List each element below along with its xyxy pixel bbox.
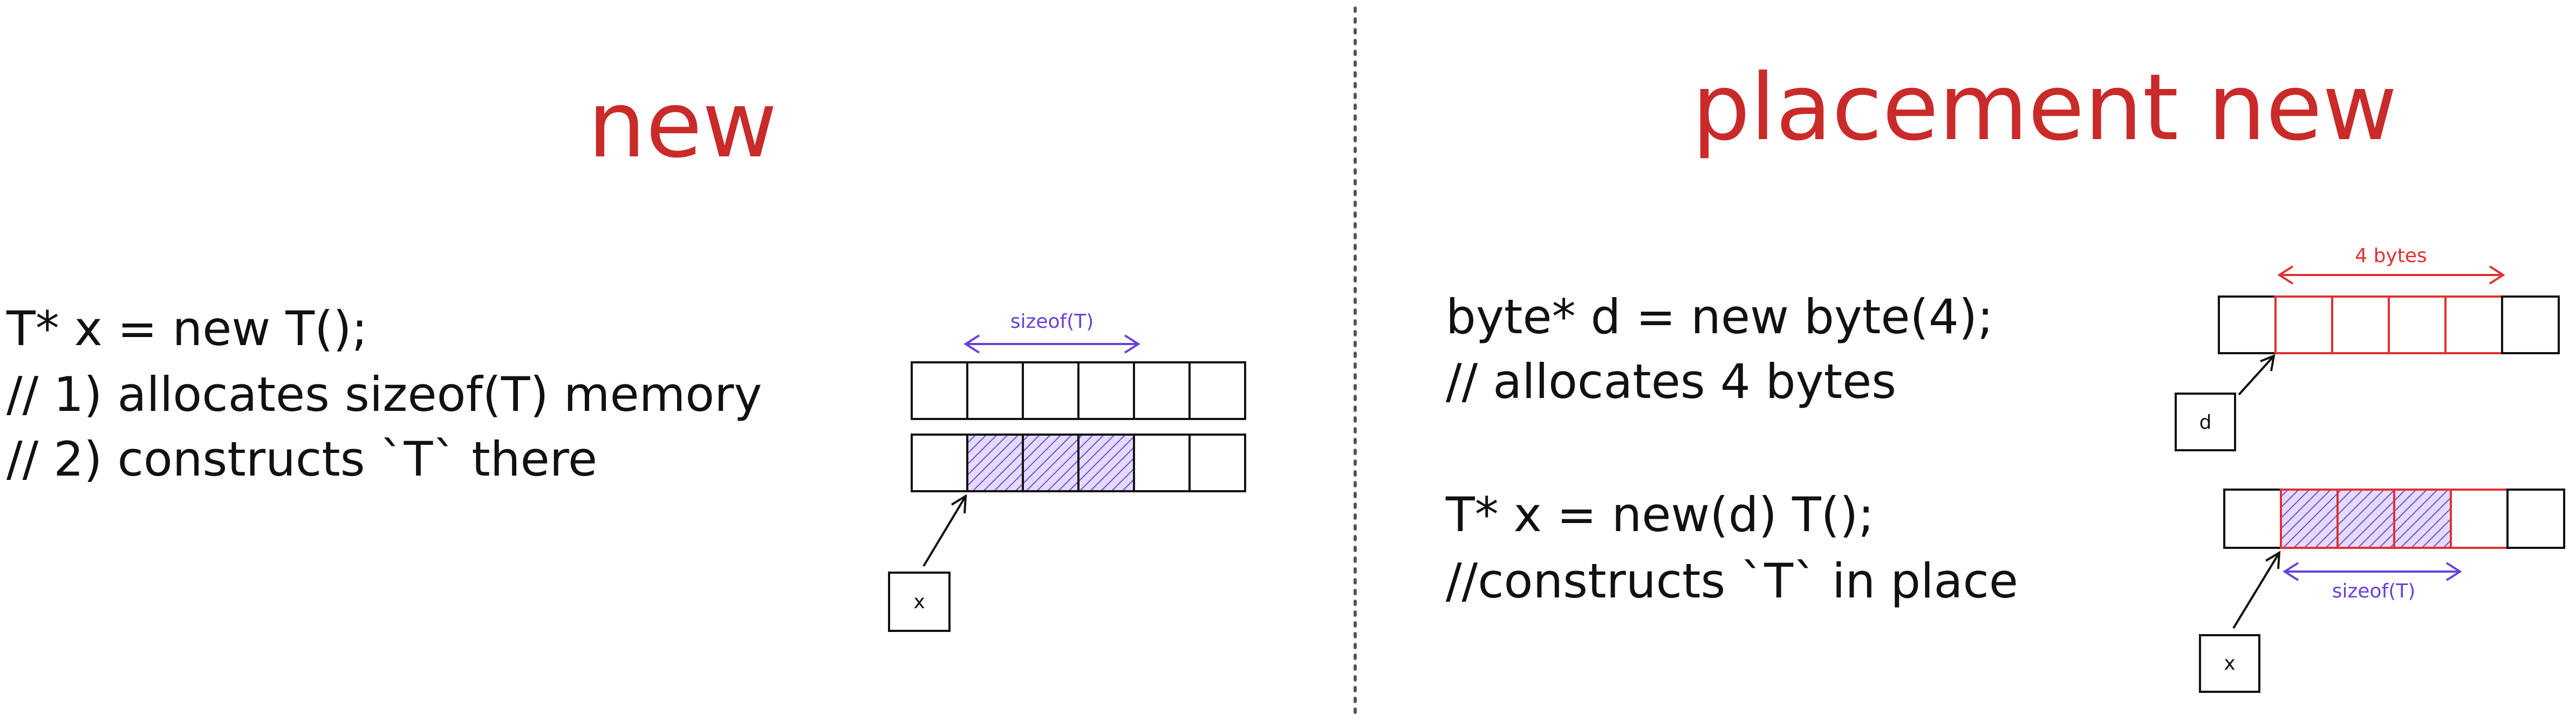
memory-cell [1022,361,1079,420]
left-sizeof-measure: sizeof(T) [964,311,1140,354]
left-title: new [587,72,777,178]
memory-cell-allocated [2444,295,2503,354]
memory-cell-constructed [2336,489,2395,549]
memory-cell [1133,434,1191,492]
left-sizeof-arrowhead-left [964,334,980,354]
memory-cell [2223,489,2282,549]
memory-cell [2501,295,2560,354]
memory-cell [1133,361,1191,420]
right-bytes-arrowhead-right [2489,265,2505,285]
right-pointer-x-box [2199,634,2260,693]
right-sizeof-label: sizeof(T) [2332,580,2416,602]
right-pointer-x: x [2199,551,2281,693]
right-title: placement new [1692,54,2397,161]
left-memory-row-allocated [911,361,1246,420]
memory-cell [2218,295,2277,354]
left-sizeof-label: sizeof(T) [1010,311,1094,333]
left-code-line-3: // 2) constructs `T` there [6,431,597,487]
memory-cell [1188,361,1246,420]
memory-cell [2506,489,2565,549]
memory-cell-allocated [2388,295,2447,354]
left-code-line-1: T* x = new T(); [6,301,367,356]
right-bytes-arrowhead-left [2277,265,2294,285]
memory-cell [911,434,968,492]
right-code-2-line-2: //constructs `T` in place [1446,553,2018,609]
memory-cell-constructed [966,434,1024,492]
right-pointer-d: d [2175,354,2276,451]
right-pointer-d-arrowhead [2260,354,2276,372]
memory-cell [1077,361,1135,420]
left-pointer-box [888,572,951,632]
right-pointer-x-label: x [2224,652,2235,675]
right-pointer-d-arrow [2238,355,2275,396]
left-memory-row-constructed [911,434,1246,492]
right-sizeof-arrowhead-right [2445,562,2462,581]
memory-cell [966,361,1024,420]
right-pointer-x-arrowhead [2265,551,2281,569]
memory-cell [1188,434,1246,492]
memory-cell-allocated [2450,489,2509,549]
right-memory-row-allocated [2218,295,2560,354]
right-pointer-d-box [2175,393,2236,451]
right-sizeof-measure: sizeof(T) [2283,562,2462,602]
memory-cell-constructed [2280,489,2339,549]
left-pointer-x: x [888,494,967,632]
memory-cell-constructed [1077,434,1135,492]
right-panel: placement new byte* d = new byte(4); // … [1445,54,2565,693]
left-pointer-arrow [923,495,967,567]
right-memory-row-constructed [2223,489,2565,549]
right-bytes-label: 4 bytes [2355,245,2427,267]
left-pointer-label: x [913,591,925,613]
right-sizeof-arrowhead-left [2283,562,2299,581]
left-panel: new T* x = new T(); // 1) allocates size… [6,72,1246,632]
left-code-line-2: // 1) allocates sizeof(T) memory [6,367,762,422]
right-code-1-line-1: byte* d = new byte(4); [1446,289,1993,345]
right-code-2-line-1: T* x = new(d) T(); [1445,487,1874,542]
memory-cell-constructed [1022,434,1079,492]
memory-cell-constructed [2393,489,2452,549]
left-pointer-arrowhead [951,494,967,514]
right-code-1-line-2: // allocates 4 bytes [1446,354,1896,409]
memory-cell-allocated [2331,295,2390,354]
right-pointer-d-label: d [2199,411,2212,434]
left-sizeof-arrowhead-right [1124,334,1140,354]
right-pointer-x-arrow [2232,552,2280,629]
right-bytes-measure: 4 bytes [2277,245,2505,285]
memory-cell-allocated [2274,295,2333,354]
memory-cell [911,361,968,420]
